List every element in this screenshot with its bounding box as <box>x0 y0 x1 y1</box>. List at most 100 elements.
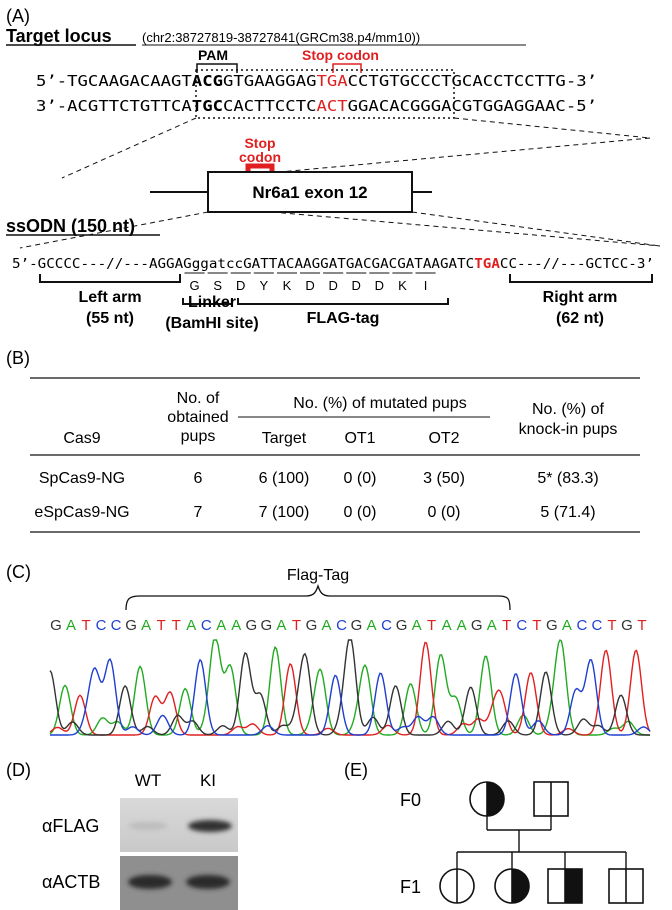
target-locus-title: Target locus <box>6 26 112 46</box>
base-call: A <box>412 617 422 634</box>
row-target: 7 (100) <box>259 504 310 521</box>
header-mutated: No. (%) of mutated pups <box>293 395 466 412</box>
row-knockin: 5* (83.3) <box>537 470 598 487</box>
bottom-strand-mid: CACTTCCTC <box>223 97 317 115</box>
ssodn-title: ssODN (150 nt) <box>6 216 135 236</box>
base-call: A <box>276 617 286 634</box>
row-aflag: αFLAG <box>42 816 99 836</box>
ssodn-flag-seq: GATTACAAGGATGACGACGATAAGATC <box>243 257 474 272</box>
base-call: C <box>336 617 347 634</box>
amino-acid: D <box>305 278 314 293</box>
ssodn-5prime: 5’ <box>12 257 29 272</box>
panel-e-label: (E) <box>344 760 368 780</box>
base-call: G <box>50 617 62 634</box>
header-knockin-2: knock-in pups <box>519 421 618 438</box>
ssodn-linker-seq: ggatcc <box>192 257 243 272</box>
bottom-strand-stop: ACT <box>317 97 348 115</box>
header-knockin-1: No. (%) of <box>532 401 605 418</box>
exon-label: Nr6a1 exon 12 <box>252 183 367 202</box>
right-arm-label: Right arm <box>543 289 618 306</box>
trace-A <box>49 638 650 736</box>
row-obtained: 6 <box>194 470 203 487</box>
base-call: A <box>321 617 331 634</box>
flag-tag-curly-brace <box>125 583 511 611</box>
header-target: Target <box>262 430 307 447</box>
table-row: eSpCas9-NG 7 7 (100) 0 (0) 0 (0) 5 (71.4… <box>34 504 595 521</box>
base-call: G <box>546 617 558 634</box>
ssodn-right-arm-seq: CC---//---GCTCC <box>500 257 628 272</box>
base-call: A <box>487 617 497 634</box>
chromatogram-trace <box>49 638 651 736</box>
base-call: G <box>125 617 137 634</box>
zoom-line-left <box>61 117 197 179</box>
f1-male-carrier-fill <box>565 869 582 903</box>
left-arm-length: (55 nt) <box>86 310 134 327</box>
bottom-strand-pre: ACGTTCTGTTCA <box>67 97 192 115</box>
base-call: T <box>81 617 90 634</box>
row-ot1: 0 (0) <box>344 504 377 521</box>
base-call: T <box>607 617 616 634</box>
base-call: A <box>141 617 151 634</box>
row-obtained: 7 <box>194 504 203 521</box>
base-call: A <box>457 617 467 634</box>
base-call: T <box>157 617 166 634</box>
base-call: C <box>576 617 587 634</box>
generation-f0: F0 <box>400 790 421 810</box>
top-strand-pre: TGCAAGACAAGT <box>67 72 192 90</box>
band-flag-wt <box>128 822 168 830</box>
flag-tag-label: FLAG-tag <box>307 310 380 327</box>
base-call: C <box>592 617 603 634</box>
base-call: A <box>367 617 377 634</box>
base-call: A <box>216 617 226 634</box>
header-obtained-1: No. of <box>177 390 220 407</box>
amino-acid: D <box>328 278 337 293</box>
trace-T <box>49 641 651 736</box>
right-arm-length: (62 nt) <box>556 310 604 327</box>
row-ot2: 3 (50) <box>423 470 465 487</box>
band-actb-ki <box>186 875 230 889</box>
base-call: A <box>66 617 76 634</box>
base-call: T <box>292 617 301 634</box>
base-call: G <box>306 617 318 634</box>
base-call: T <box>427 617 436 634</box>
generation-f1: F1 <box>400 877 421 897</box>
base-call: G <box>351 617 363 634</box>
linker-site: (BamHI site) <box>165 315 258 332</box>
amino-acid: D <box>236 278 245 293</box>
base-call: G <box>245 617 257 634</box>
amino-acid: I <box>424 278 428 293</box>
panel-d-label: (D) <box>6 760 31 780</box>
panel-a: (A) Target locus (chr2:38727819-38727841… <box>6 6 661 332</box>
top-strand-5prime: 5’- <box>36 72 67 90</box>
ssodn-zoom-right <box>19 211 209 249</box>
amino-acid: D <box>375 278 384 293</box>
zoom-line-right <box>453 117 651 139</box>
base-call: T <box>532 617 541 634</box>
base-call: C <box>96 617 107 634</box>
linker-brace <box>182 298 233 305</box>
row-ot1: 0 (0) <box>344 470 377 487</box>
panel-e: (E) F0 F1 <box>344 760 644 904</box>
header-obtained-2: obtained <box>167 409 228 426</box>
base-call: C <box>516 617 527 634</box>
base-call: C <box>111 617 122 634</box>
ssodn-3prime: -3’ <box>628 257 654 272</box>
base-call: C <box>381 617 392 634</box>
trace-G <box>49 639 650 736</box>
top-strand-3prime: -3’ <box>566 72 597 90</box>
pam-label: PAM <box>198 47 228 63</box>
base-call: G <box>471 617 483 634</box>
stop-codon-top-label: Stop codon <box>302 47 379 63</box>
base-call: G <box>621 617 633 634</box>
base-call: G <box>261 617 273 634</box>
base-call: A <box>562 617 572 634</box>
linker-label: Linker <box>188 294 236 311</box>
exon-box <box>207 171 413 213</box>
row-cas9: SpCas9-NG <box>39 470 125 487</box>
ssodn-zoom-left <box>271 211 661 247</box>
amino-acid: D <box>352 278 361 293</box>
lane-ki: KI <box>200 771 216 790</box>
